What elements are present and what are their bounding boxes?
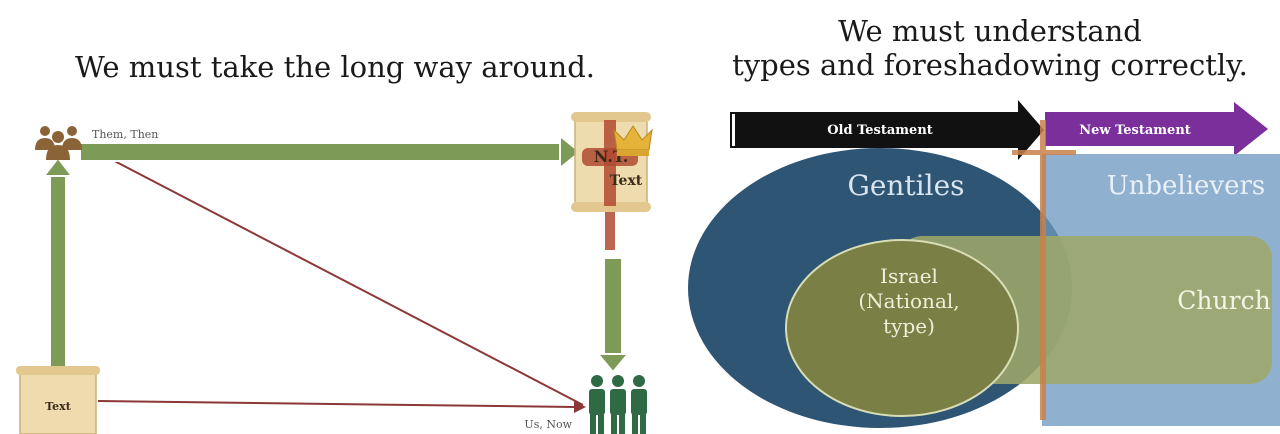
right-diagram: Old Testament New Testament Gentiles Unb… <box>688 100 1280 428</box>
direct-diagonal-line <box>79 142 584 406</box>
nt-scroll-text: Text <box>610 173 643 189</box>
them-then-people-icon <box>35 126 82 160</box>
israel-label: Israel (National, type) <box>858 264 959 338</box>
direct-line-arrowhead <box>574 401 586 413</box>
right-title-line1: We must understand <box>838 14 1142 48</box>
us-now-people-icon <box>589 375 647 434</box>
new-testament-label: New Testament <box>1079 123 1191 138</box>
up-green-arrow <box>41 156 75 373</box>
them-then-label: Them, Then <box>92 128 158 141</box>
down-green-arrow <box>595 257 631 374</box>
nt-ribbon <box>605 212 615 250</box>
israel-label-line1: Israel <box>880 264 938 288</box>
israel-label-line2: (National, <box>858 289 959 313</box>
israel-label-line3: type) <box>883 314 935 338</box>
old-testament-label: Old Testament <box>827 123 933 138</box>
bottom-text-scroll-icon: Text <box>16 366 100 434</box>
right-panel-title: We must understand types and foreshadowi… <box>700 14 1280 82</box>
direct-bottom-line <box>97 400 575 408</box>
right-title-line2: types and foreshadowing correctly. <box>732 48 1248 82</box>
bottom-scroll-text: Text <box>45 400 71 413</box>
crown-icon <box>613 125 653 156</box>
new-testament-arrow: New Testament <box>1045 102 1268 156</box>
left-panel-title: We must take the long way around. <box>74 50 596 84</box>
left-diagram: Them, Then N.T. Text Text Us, N <box>16 112 653 434</box>
israel-region <box>785 239 1019 417</box>
old-testament-arrow: Old Testament <box>730 100 1044 160</box>
cross-divider-icon <box>1012 120 1076 420</box>
us-now-label: Us, Now <box>524 418 572 431</box>
unbelievers-label: Unbelievers <box>1107 171 1266 201</box>
gentiles-label: Gentiles <box>847 169 964 202</box>
right-green-arrow <box>79 133 582 171</box>
church-label: Church <box>1177 286 1270 315</box>
nt-scroll-icon: N.T. Text <box>571 112 651 212</box>
